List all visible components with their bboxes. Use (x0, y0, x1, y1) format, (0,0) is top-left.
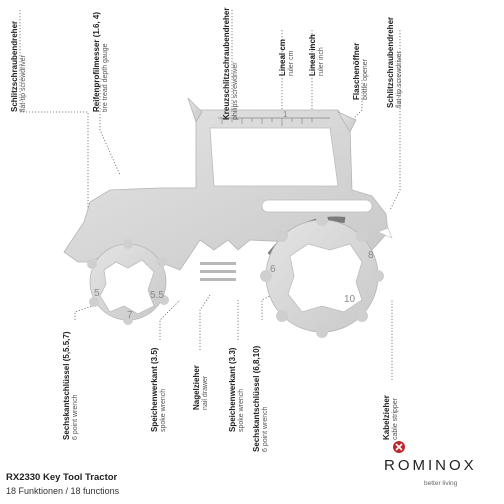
label-hex-wrench-small: Sechskantschlüssel (5,5.5,7)6 point wren… (62, 331, 79, 441)
big-wheel (260, 214, 384, 338)
product-title: RX2330 Key Tool Tractor (6, 472, 118, 483)
ruler-number: 1 (283, 110, 288, 119)
small-wheel (87, 239, 169, 325)
label-hex-wrench-big: Sechskantschlüssel (6,8,10)6 point wrenc… (252, 345, 269, 452)
size-8: 8 (368, 250, 374, 261)
ruler-scale (218, 117, 330, 126)
label-spoke-wrench-3-5: Speichenwerkant (3.5)spoke wrench (150, 347, 167, 432)
size-10: 10 (344, 294, 356, 305)
brand-name: ROMINOX (384, 457, 477, 474)
size-6: 6 (270, 264, 276, 275)
label-spoke-wrench-3-3: Speichenwerkant (3.3)spoke wrench (228, 347, 245, 432)
cab-window (209, 127, 339, 187)
leader-lines-bottom (74, 284, 393, 380)
leader-tread-gauge (99, 78, 121, 176)
label-tread-gauge: Reifenprofilmesser (1.6, 4)tire tread de… (92, 11, 109, 112)
size-7: 7 (127, 310, 133, 321)
product-subtitle: 18 Funktionen / 18 functions (6, 486, 120, 496)
rominox-logo-icon (393, 441, 405, 453)
small-hex-opening (99, 259, 155, 315)
leader-nail-drawer (199, 294, 211, 350)
leader-hex-big (261, 284, 291, 320)
leader-spoke-3-5 (159, 299, 181, 340)
leader-flat-screwdriver-right (389, 30, 401, 211)
hood-slot (261, 199, 373, 213)
leader-flat-screwdriver-left (19, 10, 89, 235)
brand-tagline: better living (424, 480, 458, 487)
spoke-bars (200, 262, 236, 281)
leader-bottle-opener (339, 80, 363, 133)
size-5-5: 5.5 (150, 290, 164, 301)
cable-stripper-notch (377, 227, 393, 239)
size-5: 5 (94, 288, 100, 299)
big-hex-opening (287, 243, 363, 313)
